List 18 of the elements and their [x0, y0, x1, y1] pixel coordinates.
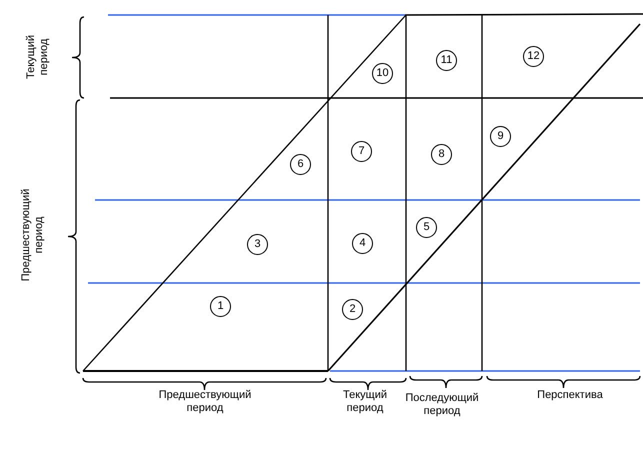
numbered-circle: 2 [342, 299, 363, 320]
period-label: Предшествующий период [158, 389, 252, 415]
numbered-circle: 4 [352, 233, 373, 254]
numbered-circle: 5 [416, 217, 437, 238]
axis-label: Текущий период [25, 34, 51, 81]
numbered-circle: 9 [490, 126, 511, 147]
numbered-circle: 1 [210, 296, 231, 317]
numbered-circle: 3 [247, 234, 268, 255]
numbered-circle: 7 [351, 141, 372, 162]
period-label: Последующий период [404, 392, 480, 418]
numbered-circle: 6 [290, 154, 311, 175]
numbered-circle: 8 [431, 144, 452, 165]
period-label: Текущий период [342, 389, 388, 415]
numbered-circle: 11 [436, 50, 457, 71]
numbered-circle: 10 [372, 63, 393, 84]
numbered-circle: 12 [523, 46, 544, 67]
period-label: Перспектива [536, 389, 604, 402]
axis-label: Предшествующий период [20, 188, 46, 284]
